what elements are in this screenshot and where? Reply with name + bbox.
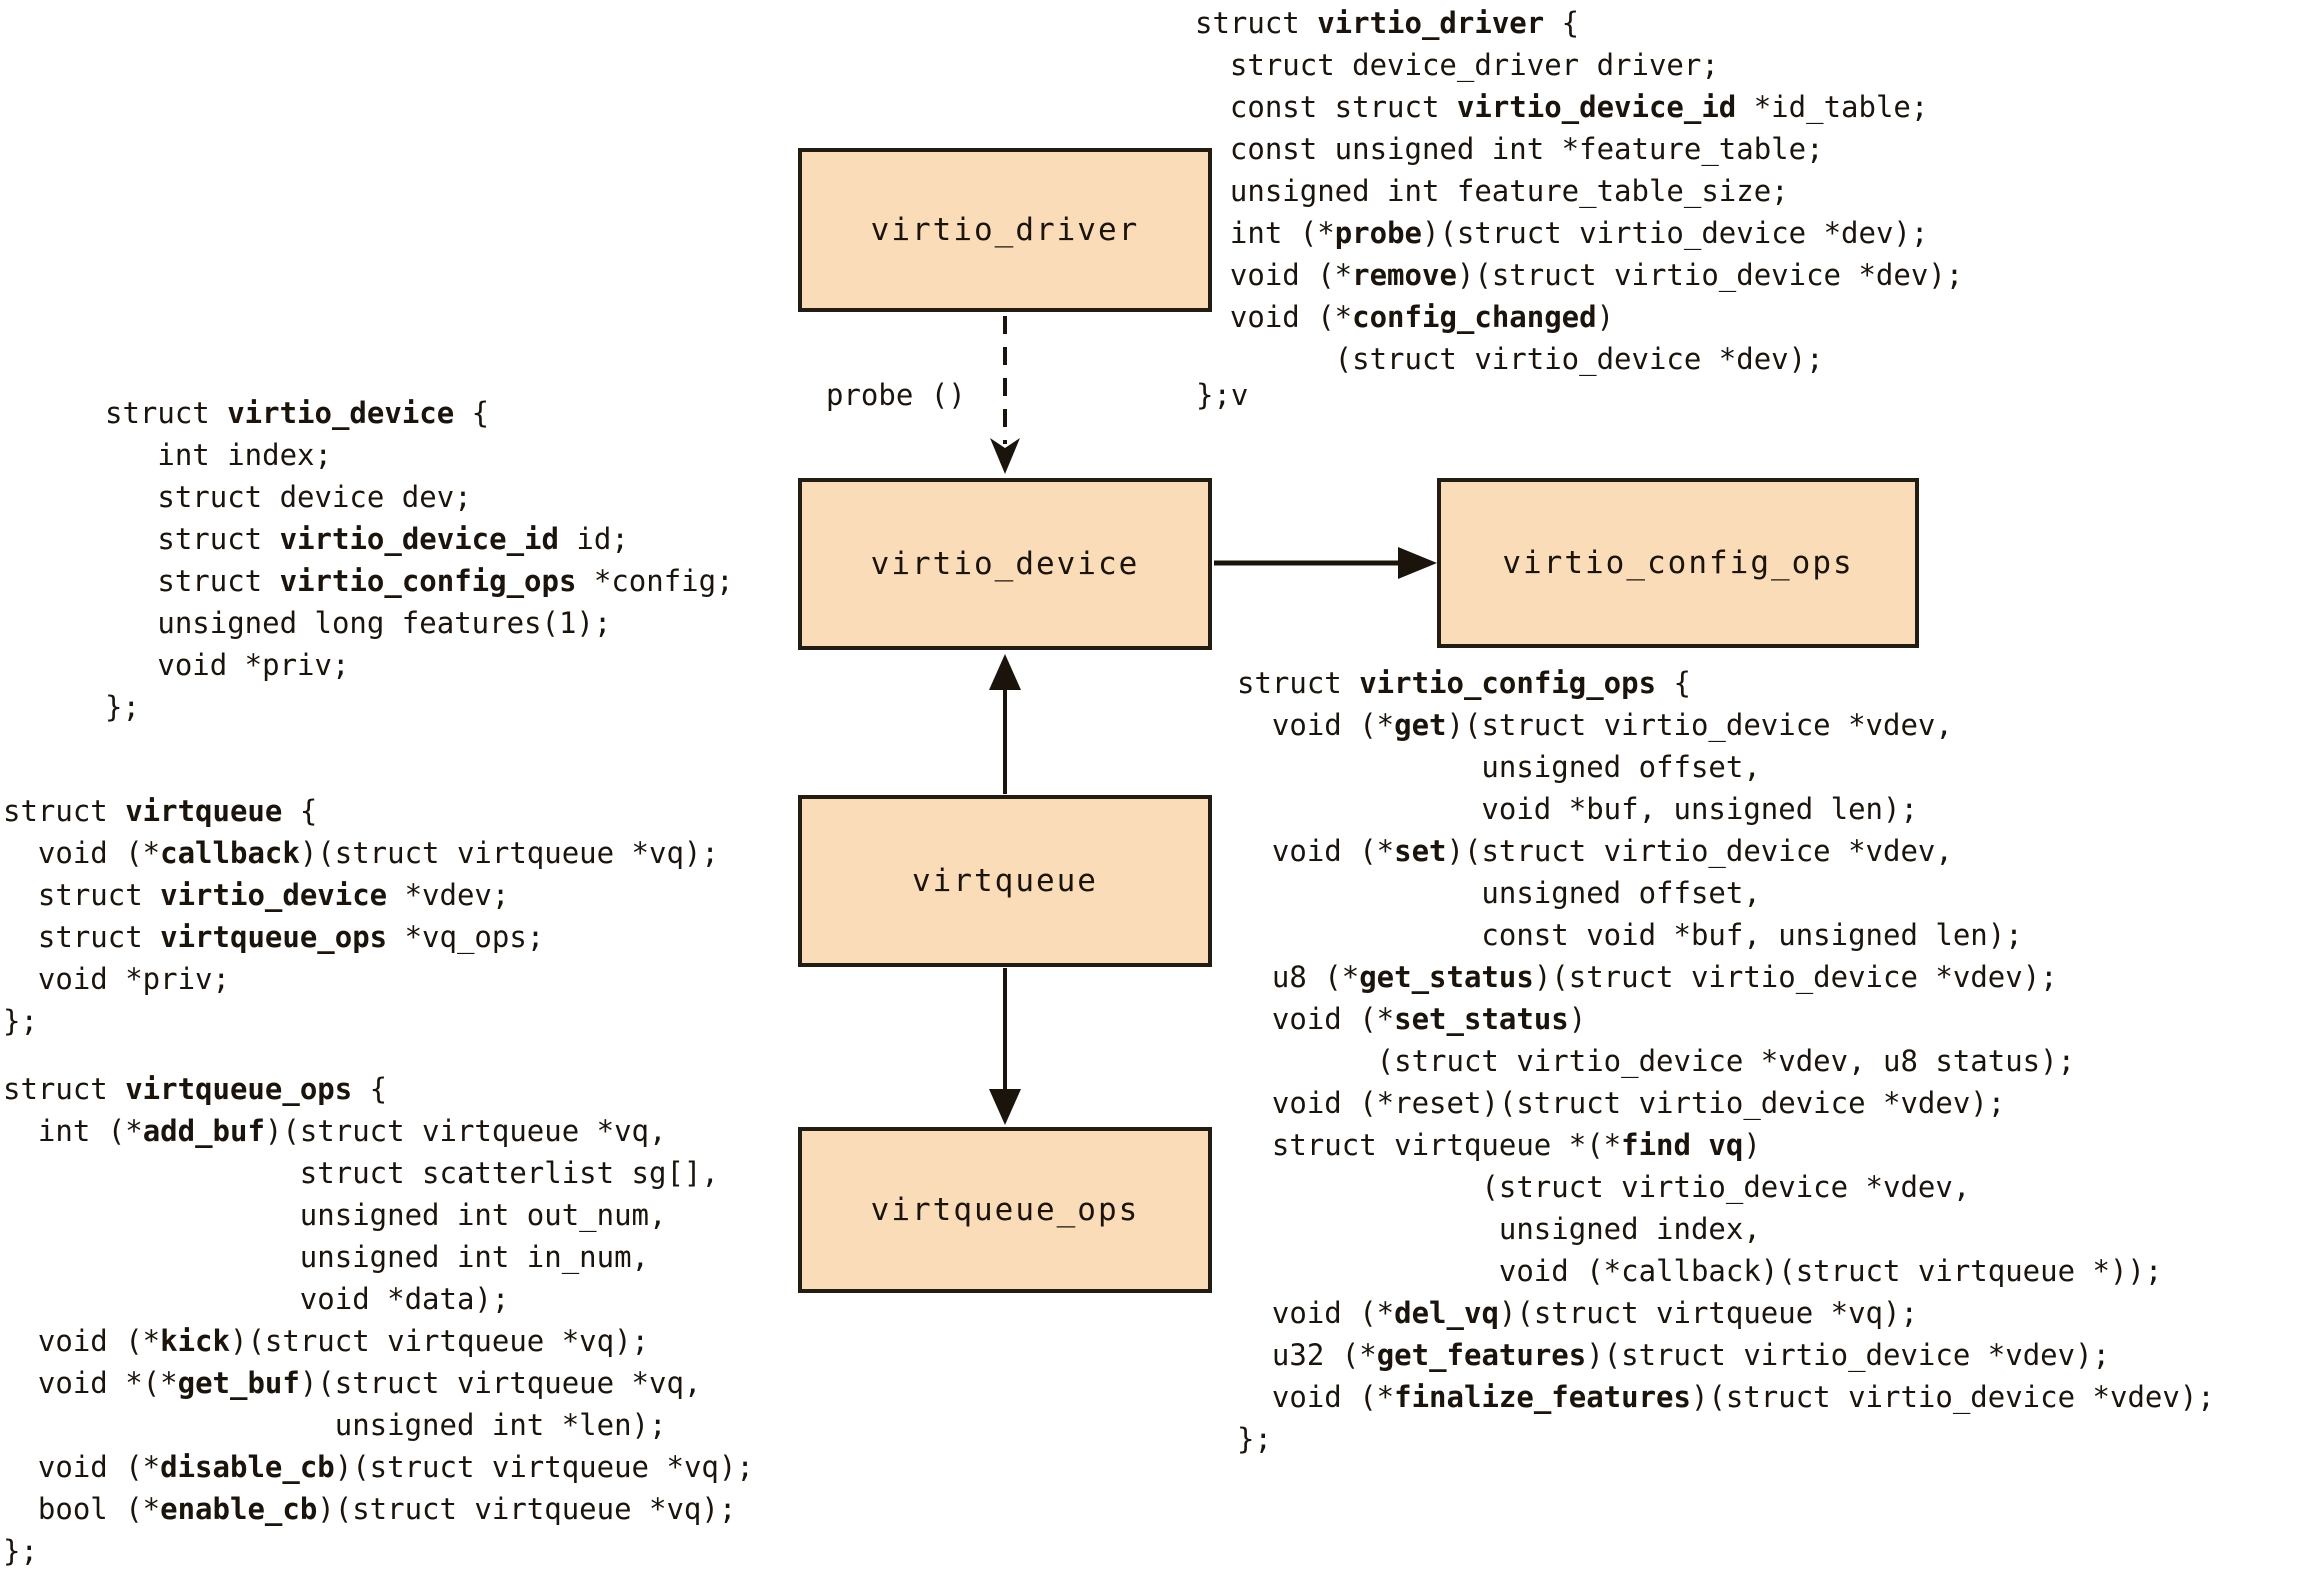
virtqueue-struct-code: struct virtqueue { void (*callback)(stru… xyxy=(3,794,719,1038)
virtio-device-box: virtio_device xyxy=(798,478,1212,650)
virtio-device-box-label: virtio_device xyxy=(870,546,1140,582)
virtqueue-ops-box-label: virtqueue_ops xyxy=(870,1192,1140,1228)
driver-struct-closing-brace: };v xyxy=(1196,378,1249,412)
virtio-driver-box: virtio_driver xyxy=(798,148,1212,312)
virtio-config-ops-box-label: virtio_config_ops xyxy=(1502,545,1854,581)
virtio-driver-struct-code: struct virtio_driver { struct device_dri… xyxy=(1195,6,1964,376)
virtqueue-ops-box: virtqueue_ops xyxy=(798,1127,1212,1293)
virtio-config-ops-struct-code: struct virtio_config_ops { void (*get)(s… xyxy=(1237,666,2215,1456)
probe-arrow xyxy=(990,316,1020,474)
virtqueue-to-ops-arrow xyxy=(989,968,1021,1125)
probe-arrow-label: probe () xyxy=(826,378,966,412)
virtqueue-to-device-arrow xyxy=(989,654,1021,794)
virtio-device-struct-code: struct virtio_device { int index; struct… xyxy=(105,396,734,724)
device-to-config-ops-arrow xyxy=(1214,547,1437,579)
virtqueue-ops-struct-code: struct virtqueue_ops { int (*add_buf)(st… xyxy=(3,1072,754,1568)
virtqueue-box-label: virtqueue xyxy=(912,863,1098,899)
virtio-config-ops-box: virtio_config_ops xyxy=(1437,478,1919,648)
virtqueue-box: virtqueue xyxy=(798,795,1212,967)
virtio-driver-box-label: virtio_driver xyxy=(870,212,1140,248)
